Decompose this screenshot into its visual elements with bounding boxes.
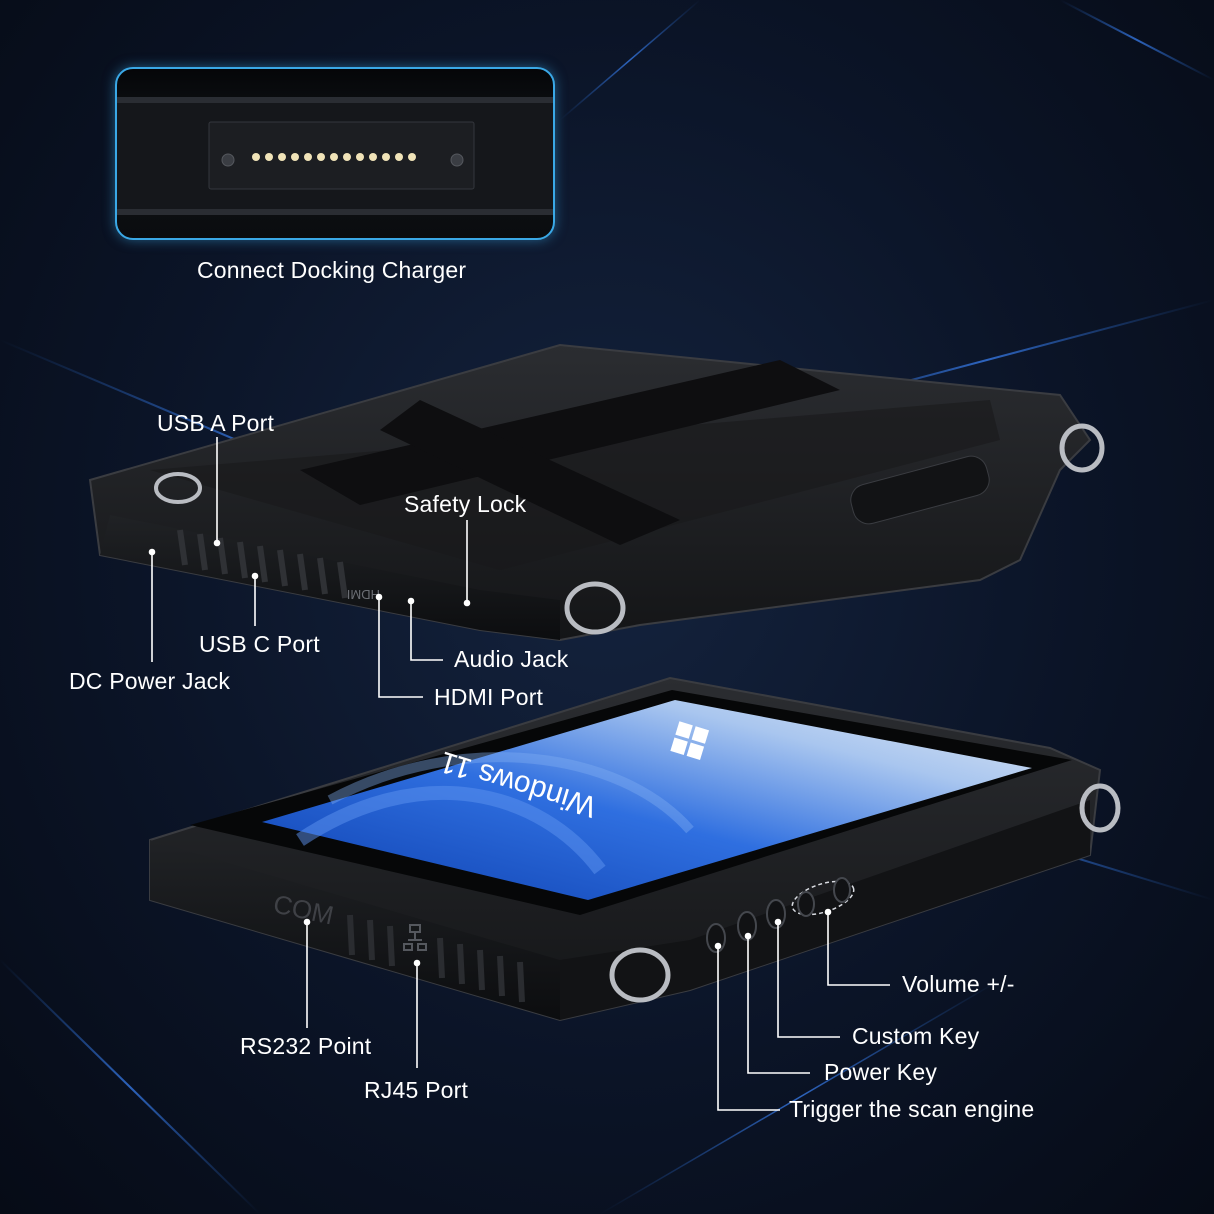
audio-jack-label: Audio Jack [454,646,569,672]
safety-lock-label: Safety Lock [404,491,527,517]
usb-c-port-label: USB C Port [199,631,320,657]
hdmi-print: HDMI [347,587,380,602]
tablet-back-view: HDMI [88,343,1105,642]
tablet-front-view: Windows 11 COM [149,676,1121,1022]
hdmi-port-label: HDMI Port [434,684,544,710]
power-key-label: Power Key [824,1059,938,1085]
trigger-scan-label: Trigger the scan engine [789,1096,1035,1122]
volume-label: Volume +/- [902,971,1015,997]
pogo-pins [252,153,416,161]
dc-power-jack-label: DC Power Jack [69,668,231,694]
callout-lines [148,437,890,1111]
network-icon [403,924,427,951]
screen [262,700,1032,900]
rs232-point-label: RS232 Point [240,1033,372,1059]
rj45-port-label: RJ45 Port [364,1077,469,1103]
windows-logo-icon [670,721,710,760]
docking-connector-illustration [117,97,553,215]
custom-key-label: Custom Key [852,1023,980,1049]
dock-charger-label: Connect Docking Charger [197,257,467,283]
docking-connector-panel [115,67,555,240]
usb-a-port-label: USB A Port [157,410,275,436]
